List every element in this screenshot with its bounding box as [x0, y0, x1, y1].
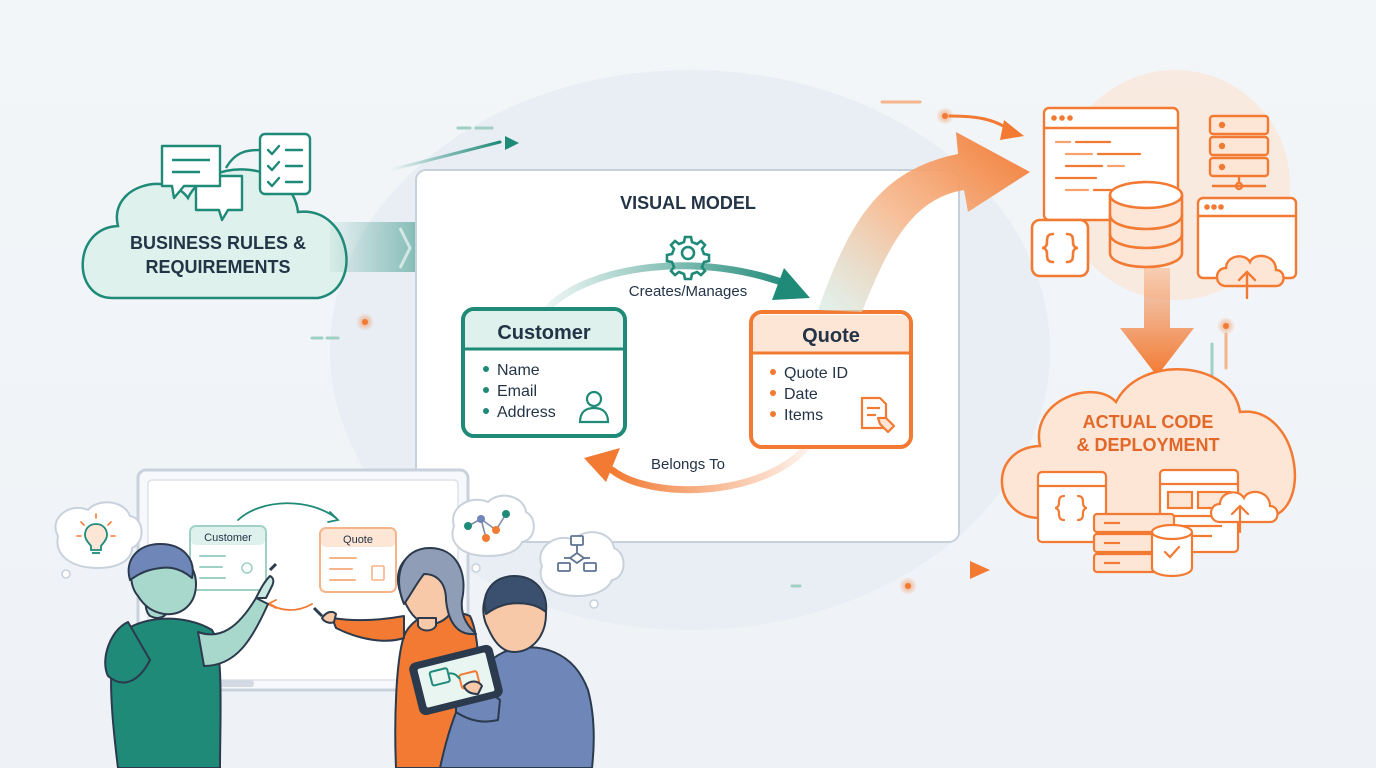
chat-bubbles-icon [160, 144, 261, 222]
entity-customer-name: Customer [497, 322, 591, 344]
visual-model-title: VISUAL MODEL [620, 193, 756, 213]
entity-quote-field: Quote ID [784, 365, 848, 382]
database-check-icon [1150, 523, 1194, 578]
entity-customer-field: Email [497, 383, 537, 400]
entity-customer-field: Name [497, 362, 540, 379]
entity-quote-name: Quote [802, 325, 860, 347]
whiteboard-arrows [237, 502, 340, 611]
person-developer-right [409, 575, 595, 768]
whiteboard-entity-customer: Customer [189, 525, 267, 591]
gear-icon [665, 235, 711, 281]
business-rules-cloud: BUSINESS RULES & REQUIREMENTS [81, 168, 348, 300]
person-developer-left [104, 543, 278, 768]
code-braces-window-icon [1036, 470, 1108, 544]
motion-streaks-top-right [868, 100, 1024, 140]
business-cloud-label-line2: REQUIREMENTS [145, 257, 290, 277]
business-cloud-label-line1: BUSINESS RULES & [130, 233, 306, 253]
relation-belongs-to: Belongs To [584, 444, 810, 494]
motion-streaks-left [268, 126, 519, 340]
relation-creates-manages: Creates/Manages [544, 262, 810, 312]
database-icon [1108, 180, 1184, 269]
entity-customer: Customer Name Email Address [461, 307, 627, 438]
code-braces-icon [1030, 218, 1090, 278]
user-icon [578, 390, 610, 424]
cloud-upload-small-icon [1209, 490, 1279, 534]
deployment-label-line2: & DEPLOYMENT [1076, 435, 1219, 455]
checklist-icon [258, 132, 312, 196]
quote-tag-icon [860, 396, 896, 434]
whiteboard-entity-quote: Quote [319, 527, 397, 593]
deployment-label-line1: ACTUAL CODE [1083, 412, 1214, 432]
entity-quote: Quote Quote ID Date Items [749, 310, 913, 449]
whiteboard-quote-label: Quote [343, 534, 373, 546]
arrow-code-to-deployment [1120, 268, 1194, 376]
entity-quote-field: Date [784, 386, 818, 403]
graph-nodes-icon [451, 494, 535, 573]
entity-quote-field: Items [784, 407, 823, 424]
tablet-device [409, 644, 503, 716]
flowchart-icon [539, 531, 625, 609]
motion-streaks-right [1210, 317, 1235, 380]
relation-creates-manages-label: Creates/Manages [629, 283, 747, 300]
arrow-model-to-code [818, 132, 1030, 312]
motion-streaks-bottom [790, 561, 990, 595]
whiteboard-customer-label: Customer [204, 532, 252, 544]
server-rack-icon [1208, 114, 1270, 191]
lightbulb-icon [54, 501, 143, 579]
relation-belongs-to-label: Belongs To [651, 456, 725, 473]
entity-customer-field: Address [497, 404, 556, 421]
cloud-upload-icon [1215, 254, 1285, 300]
